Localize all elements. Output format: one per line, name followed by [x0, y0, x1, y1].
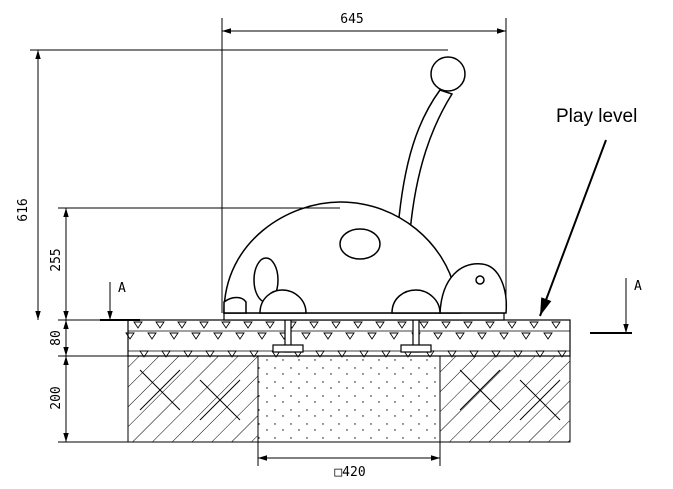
- hatch-triangle: [433, 332, 443, 340]
- hatch-triangle: [367, 332, 377, 340]
- handle-stem: [397, 89, 454, 234]
- wheel-arch-left: [259, 289, 307, 314]
- spot-top: [339, 228, 381, 260]
- hatch-triangle: [469, 350, 479, 358]
- hatch-triangle: [529, 321, 539, 329]
- hatch-triangle: [337, 350, 347, 358]
- hatch-triangle: [551, 321, 561, 329]
- hatch-triangle: [513, 350, 523, 358]
- hatch-triangle: [557, 350, 567, 358]
- hatch-triangle: [191, 332, 201, 340]
- hatch-triangle: [463, 321, 473, 329]
- foundation: [127, 355, 571, 443]
- dim-foundation-size: □420: [334, 465, 365, 480]
- hatch-triangle: [535, 350, 545, 358]
- ladybug-rider: [223, 56, 508, 314]
- hatch-triangle: [419, 321, 429, 329]
- section-marker-right: A: [590, 278, 642, 334]
- hatch-triangle: [485, 321, 495, 329]
- hatch-triangle: [375, 321, 385, 329]
- hatch-triangle: [183, 350, 193, 358]
- hatch-triangle: [139, 350, 149, 358]
- anchor-posts: [272, 319, 432, 353]
- hatch-triangle: [177, 321, 187, 329]
- hatch-triangle: [543, 332, 553, 340]
- hatch-triangle: [205, 350, 215, 358]
- hatch-triangle: [309, 321, 319, 329]
- hatch-triangle: [359, 350, 369, 358]
- hatch-triangle: [213, 332, 223, 340]
- hatch-triangle: [507, 321, 517, 329]
- hatch-triangle: [125, 332, 135, 340]
- surface-hatch-upper: [133, 321, 561, 329]
- hatch-triangle: [243, 321, 253, 329]
- soil-left: [127, 355, 259, 443]
- hatch-triangle: [323, 332, 333, 340]
- surface-hatch-middle: [125, 332, 553, 340]
- hatch-triangle: [353, 321, 363, 329]
- hatch-triangle: [257, 332, 267, 340]
- surfacing-layer: [125, 319, 571, 358]
- hatch-triangle: [331, 321, 341, 329]
- hatch-triangle: [221, 321, 231, 329]
- wheel-arch-right: [391, 289, 441, 314]
- eye: [475, 275, 485, 285]
- hatch-triangle: [345, 332, 355, 340]
- base-plate: [223, 312, 505, 321]
- section-label-right: A: [634, 279, 642, 294]
- dim-body-height: 255: [49, 248, 64, 271]
- hatch-triangle: [315, 350, 325, 358]
- hatch-triangle: [155, 321, 165, 329]
- hatch-triangle: [199, 321, 209, 329]
- play-level-leader: [539, 139, 607, 317]
- hatch-triangle: [169, 332, 179, 340]
- hatch-triangle: [455, 332, 465, 340]
- hatch-triangle: [389, 332, 399, 340]
- play-level-label: Play level: [556, 106, 637, 127]
- dim-total-height: 616: [16, 198, 31, 221]
- hatch-triangle: [381, 350, 391, 358]
- hatch-triangle: [521, 332, 531, 340]
- hatch-triangle: [477, 332, 487, 340]
- body-shell: [223, 201, 461, 314]
- dim-surface-depth: 80: [49, 330, 64, 346]
- hatch-triangle: [161, 350, 171, 358]
- section-marker-left: A: [100, 281, 140, 321]
- hatch-triangle: [235, 332, 245, 340]
- handle-knob: [430, 56, 466, 92]
- hatch-triangle: [447, 350, 457, 358]
- hatch-triangle: [249, 350, 259, 358]
- dimension-lines: [30, 18, 507, 466]
- dim-width: 645: [340, 12, 363, 27]
- concrete-footing: [257, 355, 441, 443]
- hatch-triangle: [441, 321, 451, 329]
- hatch-triangle: [301, 332, 311, 340]
- head: [439, 263, 508, 314]
- hatch-triangle: [265, 321, 275, 329]
- hatch-triangle: [499, 332, 509, 340]
- dim-foundation-depth: 200: [49, 386, 64, 409]
- tail: [223, 296, 247, 314]
- hatch-triangle: [227, 350, 237, 358]
- surface-hatch-lower: [139, 350, 567, 358]
- section-label-left: A: [118, 281, 126, 296]
- hatch-triangle: [397, 321, 407, 329]
- hatch-triangle: [491, 350, 501, 358]
- hatch-triangle: [147, 332, 157, 340]
- hatch-triangle: [133, 321, 143, 329]
- soil-right: [439, 355, 571, 443]
